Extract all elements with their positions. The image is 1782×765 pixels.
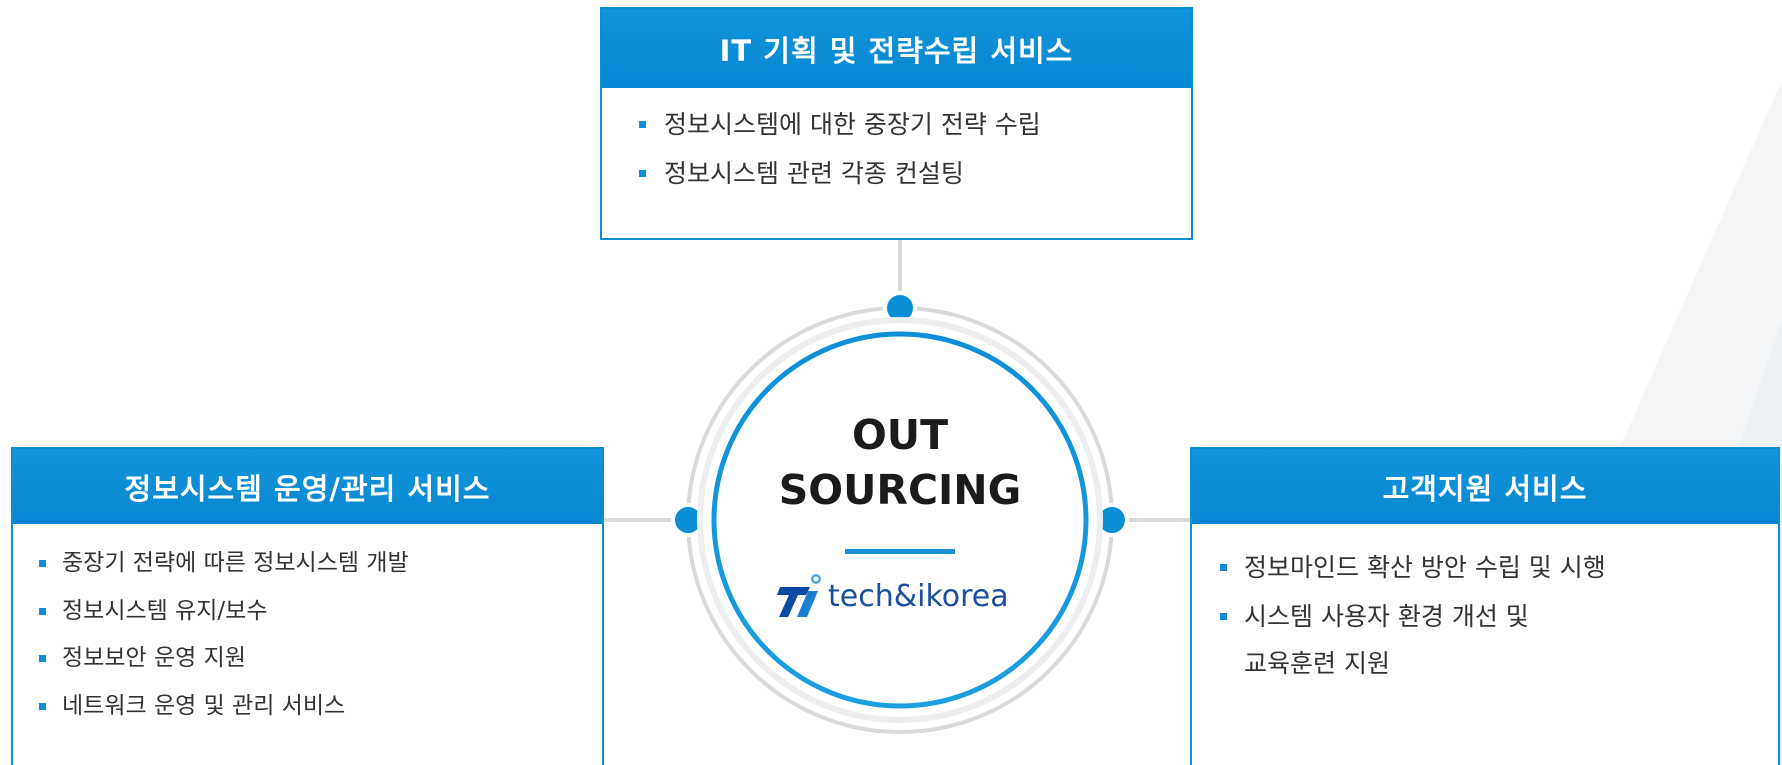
list-item: 정보보안 운영 지원 xyxy=(39,645,602,673)
operations-list: 중장기 전략에 따른 정보시스템 개발 정보시스템 유지/보수 정보보안 운영 … xyxy=(13,524,602,720)
list-item: 중장기 전략에 따른 정보시스템 개발 xyxy=(39,550,602,578)
inner-blue-ring xyxy=(711,331,1089,709)
customer-support-box: 고객지원 서비스 정보마인드 확산 방안 수립 및 시행 시스템 사용자 환경 … xyxy=(1190,447,1780,765)
list-item: 정보시스템에 대한 중장기 전략 수립 xyxy=(639,110,1191,140)
list-item: 시스템 사용자 환경 개선 및 xyxy=(1220,602,1778,632)
customer-support-list: 정보마인드 확산 방안 수립 및 시행 시스템 사용자 환경 개선 및 xyxy=(1192,524,1778,632)
list-item: 정보시스템 관련 각종 컨설팅 xyxy=(639,159,1191,189)
company-logo: tech&ikorea xyxy=(776,571,1009,621)
it-planning-title: IT 기획 및 전략수립 서비스 xyxy=(602,9,1191,88)
logo-text: tech&ikorea xyxy=(828,578,1009,614)
it-planning-list: 정보시스템에 대한 중장기 전략 수립 정보시스템 관련 각종 컨설팅 xyxy=(602,88,1191,189)
center-divider xyxy=(845,549,955,554)
list-item-continuation: 교육훈련 지원 xyxy=(1244,649,1390,678)
list-item: 정보시스템 유지/보수 xyxy=(39,598,602,626)
operations-title: 정보시스템 운영/관리 서비스 xyxy=(13,449,602,524)
center-title-line1: OUT xyxy=(851,411,949,459)
ti-logo-icon xyxy=(777,574,821,617)
list-item: 네트워크 운영 및 관리 서비스 xyxy=(39,693,602,721)
list-item: 정보마인드 확산 방안 수립 및 시행 xyxy=(1220,553,1778,583)
center-title: OUT SOURCING xyxy=(700,408,1100,518)
customer-support-title: 고객지원 서비스 xyxy=(1192,449,1778,524)
it-planning-box: IT 기획 및 전략수립 서비스 정보시스템에 대한 중장기 전략 수립 정보시… xyxy=(600,7,1193,240)
center-title-line2: SOURCING xyxy=(778,466,1022,514)
operations-box: 정보시스템 운영/관리 서비스 중장기 전략에 따른 정보시스템 개발 정보시스… xyxy=(11,447,604,765)
